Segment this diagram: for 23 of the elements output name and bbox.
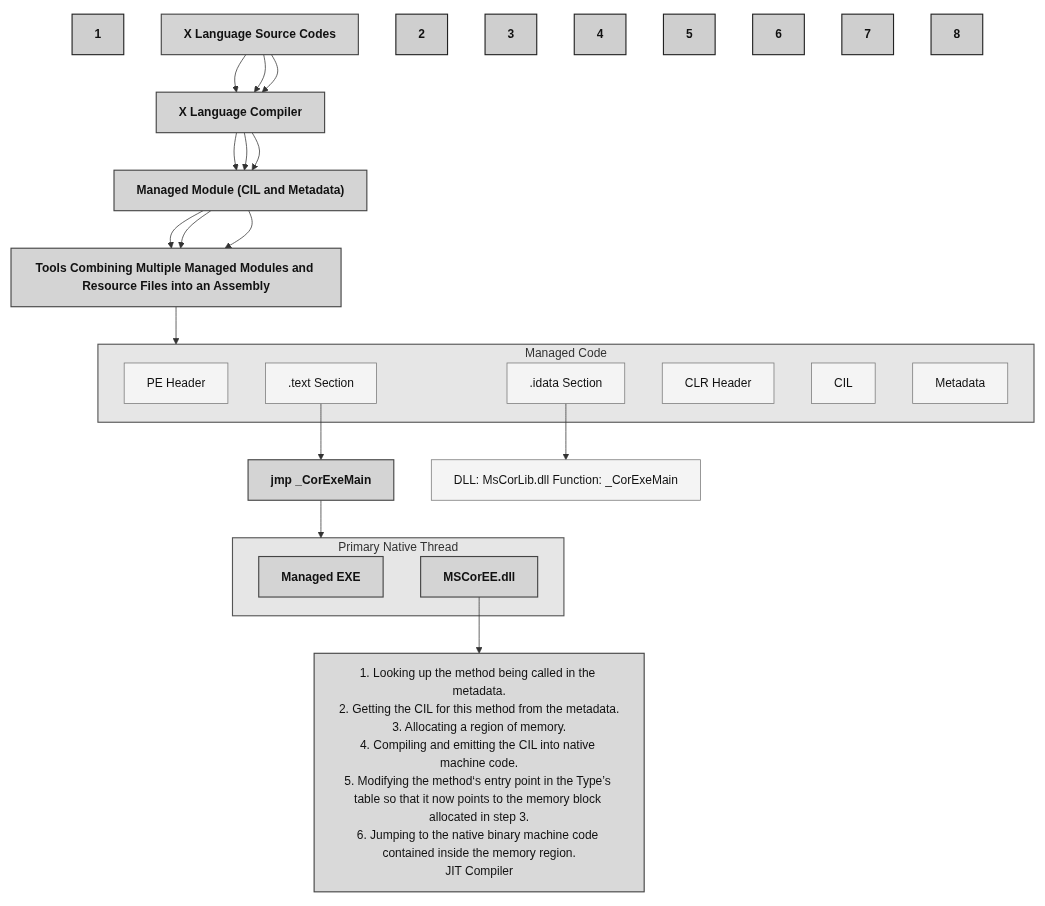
node-box: Tools Combining Multiple Managed Modules and Resource Files into an Assembly [10,247,342,308]
node-box: .text Section [265,362,377,404]
node-box: 5 [662,13,716,56]
node-box: jmp _CorExeMain [247,459,395,501]
node-box: Managed Module (CIL and Metadata) [113,169,368,212]
node-box: DLL: MsCorLib.dll Function: _CorExeMain [430,459,701,501]
node-box: X Language Source Codes [160,13,359,56]
node-box: CIL [811,362,876,404]
node-box: Metadata [912,362,1009,404]
node-box: 1 [71,13,125,56]
node-box: MSCorEE.dll [420,555,539,598]
node-box: 1. Looking up the method being called in the metadata. 2. Getting the CIL for this method from the metadata. 3. Allocating a region of memory. 4. Compiling and emitting the CIL into native machine code. 5. Modifying the method‘s entry point in the Type’s table so that it now points to the memory block allocated in step 3. 6. Jumping to the native binary machine code contained inside the memory region. JIT Compiler [313,652,645,893]
node-box: 4 [573,13,627,56]
node-box: 3 [484,13,538,56]
node-box: Managed EXE [258,555,384,598]
node-box: .idata Section [506,362,626,404]
node-box: PE Header [123,362,229,404]
node-box: X Language Compiler [155,91,326,134]
node-box: 7 [841,13,895,56]
node-box: 8 [930,13,984,56]
node-box: 6 [752,13,805,56]
node-box: CLR Header [661,362,775,404]
node-box: 2 [395,13,449,56]
